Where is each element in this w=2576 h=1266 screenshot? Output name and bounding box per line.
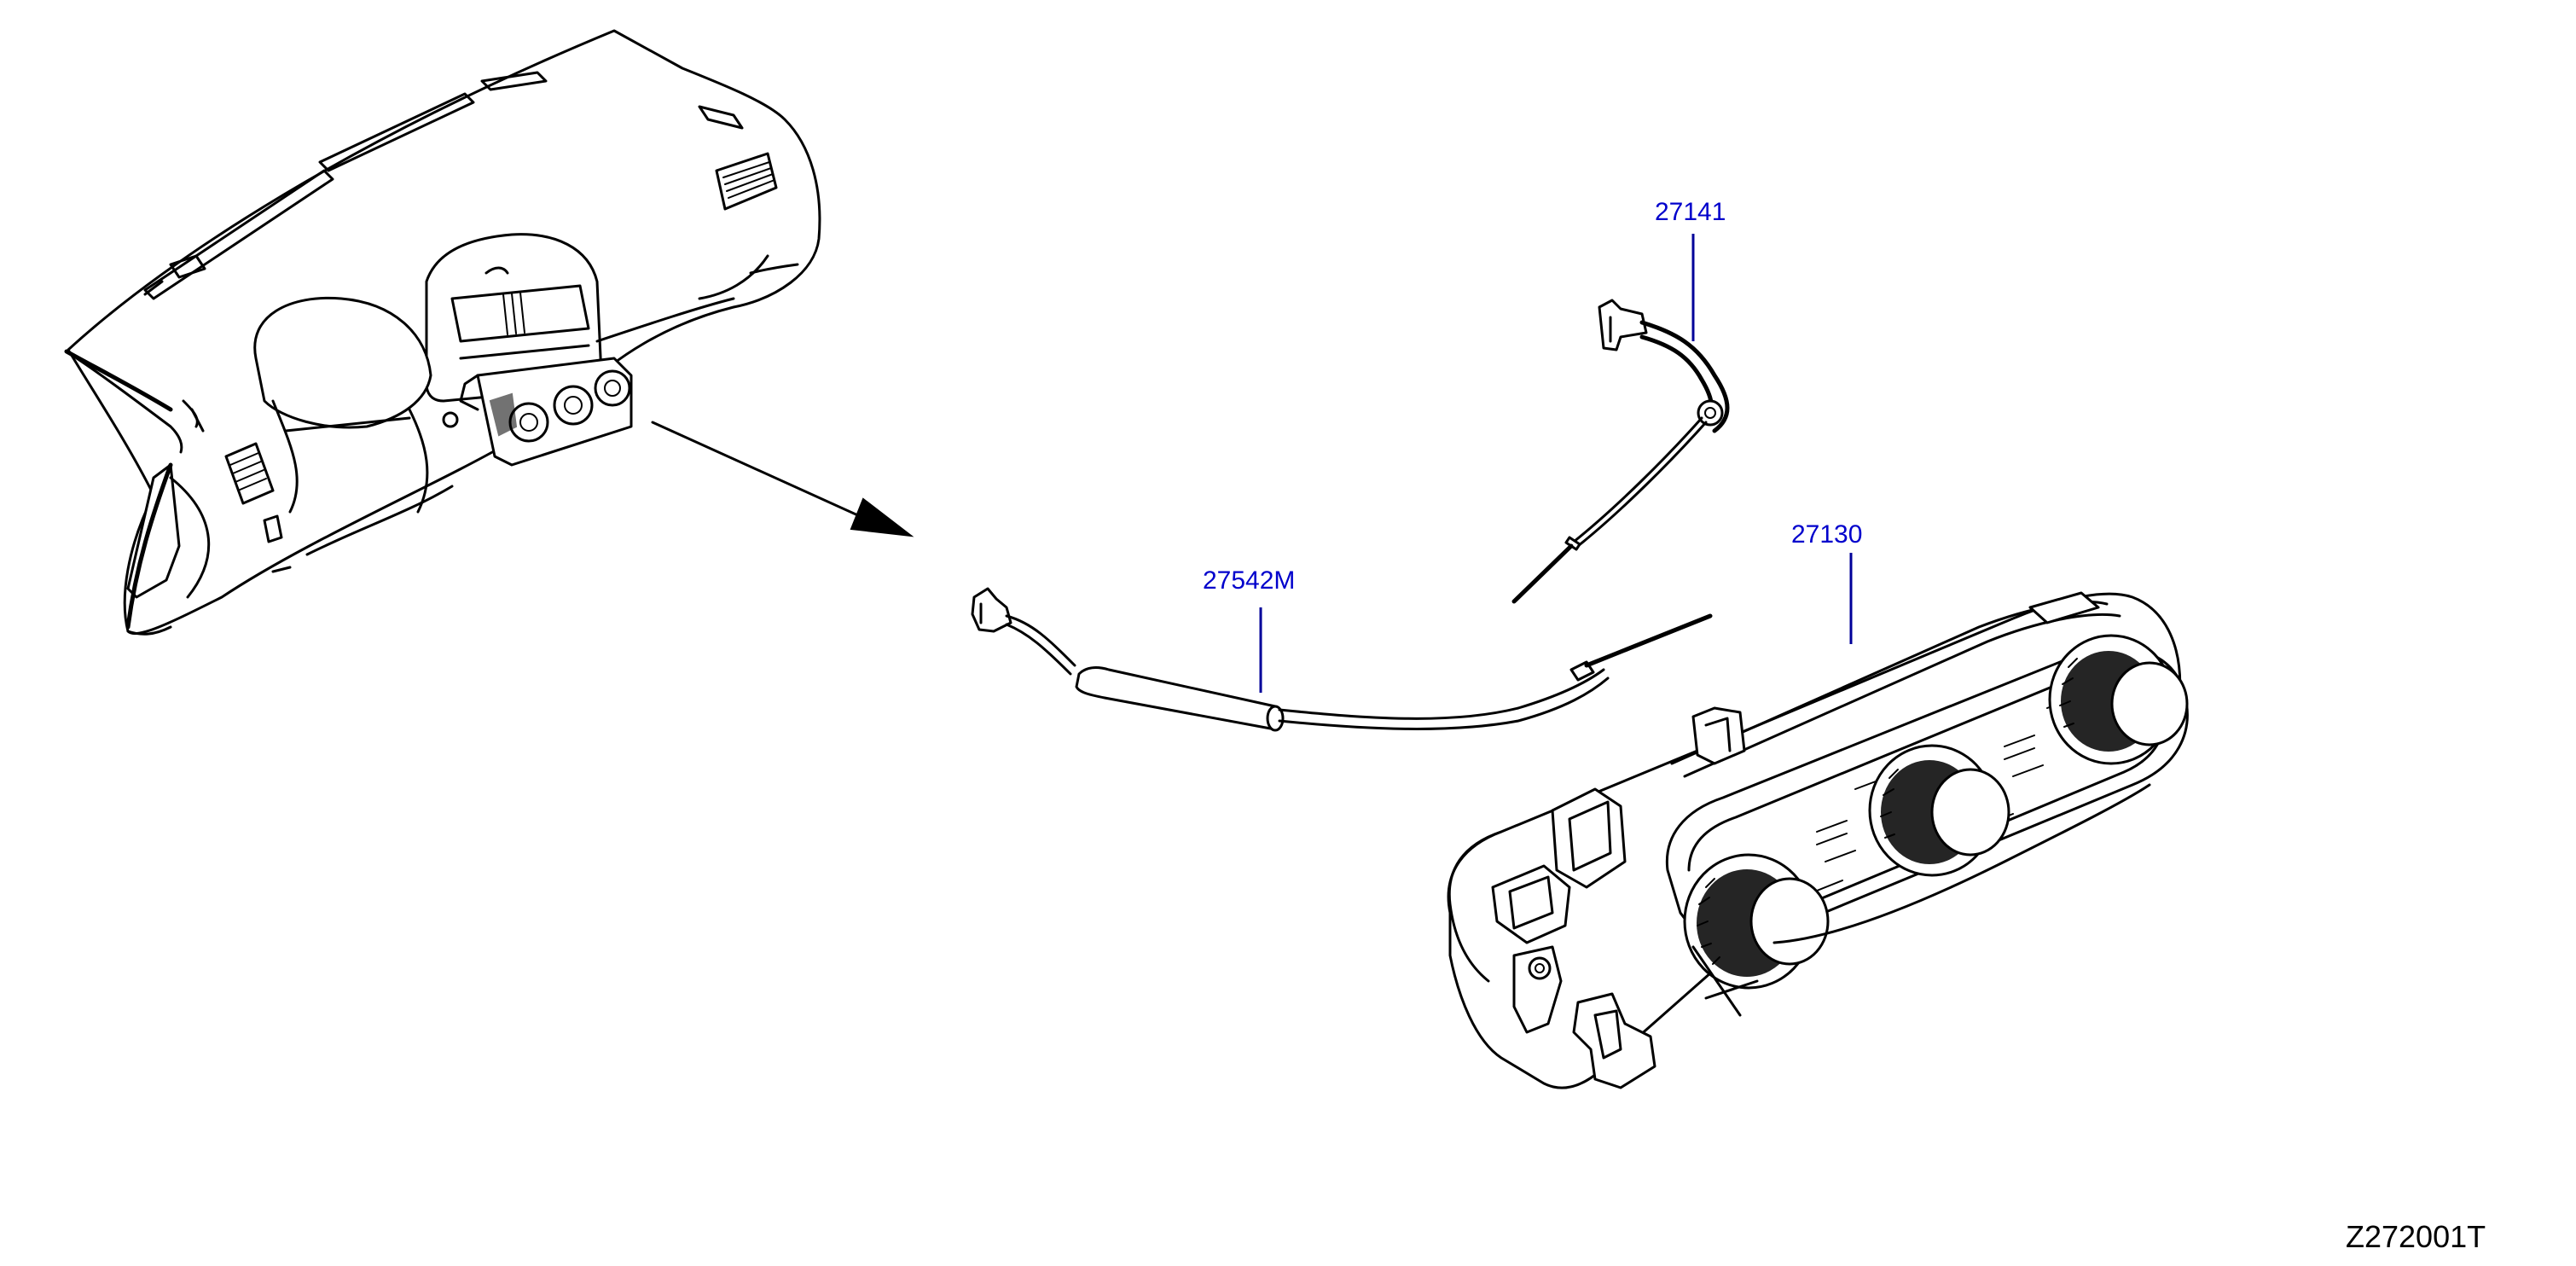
lower-control-cable (971, 587, 1713, 732)
callout-27130[interactable]: 27130 (1791, 520, 1863, 549)
direction-arrow (651, 421, 914, 537)
drawing-code: Z272001T (2346, 1219, 2486, 1254)
climate-control-unit (1447, 591, 2189, 1089)
callout-27141[interactable]: 27141 (1655, 198, 1726, 226)
upper-control-cable (1511, 299, 1730, 604)
leader-lines (1259, 234, 1853, 693)
callout-27542M[interactable]: 27542M (1203, 566, 1296, 595)
dashboard-illustration (64, 29, 821, 636)
